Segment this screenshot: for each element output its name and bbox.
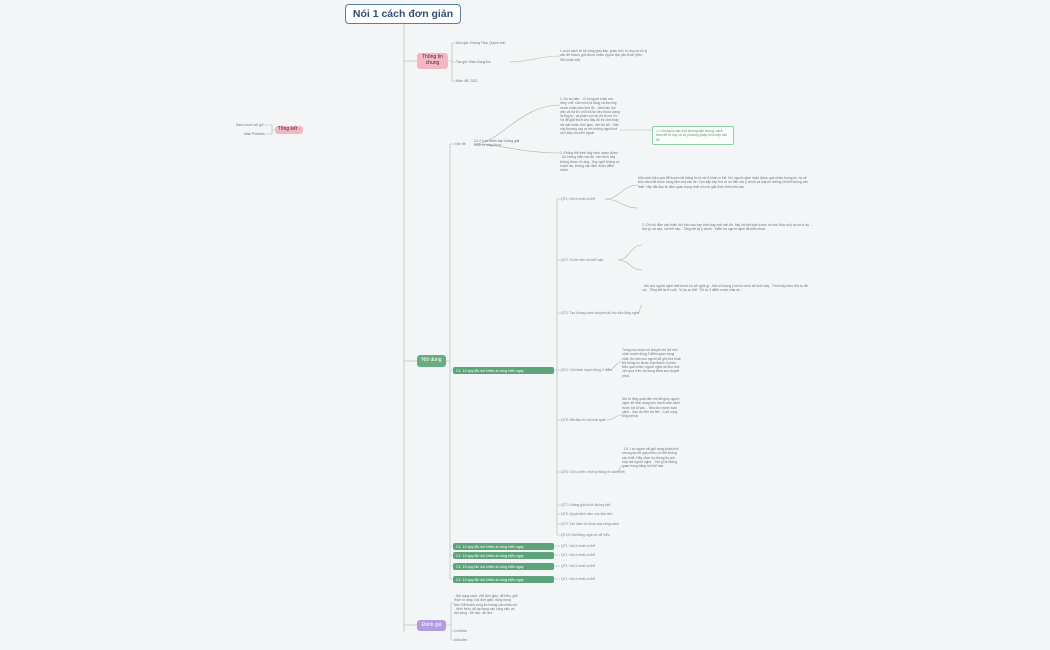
chapter-3-item: QT1: Nói ít nhất có thể <box>561 553 596 557</box>
general-note: 1 cuốn sách về kỹ năng giao tiếp, phân t… <box>560 49 648 62</box>
question-result: => Chúng ta cần một hướng dẫn chung, các… <box>652 126 734 145</box>
section-text-4: Trong mọi cuộc nói chuyện thì chỉ nên nh… <box>622 348 681 378</box>
chapter-3-bar[interactable]: C1. 10 quy tắc nói khiến ai cũng hiểu ng… <box>453 552 554 559</box>
branch-evaluate[interactable]: Đánh giá <box>417 620 446 631</box>
chapter-4-item: QT1: Nói ít nhất có thể <box>561 564 596 568</box>
section-text-3: - Nói cho người nghe biết trước họ sẽ ng… <box>642 284 808 293</box>
section-label-7: QT7: Không giải thích không biết <box>561 503 611 507</box>
chapter-2-bar[interactable]: C1. 10 quy tắc nói khiến ai cũng hiểu ng… <box>453 543 554 550</box>
evaluate-item-3: Attitudes <box>454 638 468 642</box>
general-item-year: Năm XB: 2022 <box>456 79 478 83</box>
general-item-author: Tác giả: Shen DongYou <box>456 60 491 64</box>
root-node[interactable]: Nói 1 cách đơn giản <box>345 4 461 24</box>
branch-summary[interactable]: Tổng kết · <box>275 126 303 134</box>
section-text-2: 3. Chỉ nói điều cần thiết: Khi báo cáo h… <box>642 223 812 232</box>
section-text-5: Nói từ tổng quát đến chi tiết giúp người… <box>622 397 680 419</box>
section-text-6: - Có 1 số người rất giỏi trong phân tích… <box>622 447 679 469</box>
section-label-3: QT3: Tạo khung cảnh chuyên tải cho việc … <box>561 311 640 315</box>
question-reason-1: 1. Do sự bận: - Vì bị người khác cho rằn… <box>560 97 620 136</box>
branch-general-info[interactable]: Thông tin chung <box>417 53 448 69</box>
section-label-1: QT1: Nói ít nhất có thể <box>561 197 596 201</box>
branch-content[interactable]: Nội dung <box>417 355 446 367</box>
chapter-5-item: QT1: Nói ít nhất có thể <box>561 577 596 581</box>
question-text: Có 2 lí do khiến bạn không giải thích rõ… <box>474 139 520 148</box>
chapter-1-bar[interactable]: C1. 10 quy tắc nói khiến ai cũng hiểu ng… <box>453 367 554 374</box>
section-label-2: QT2: Trước tiên nói kết luận <box>561 258 604 262</box>
section-text-1: Một cách hiệu quả để truyền tải thông ti… <box>638 176 808 189</box>
evaluate-item-1: - Nội dung sách: viết đơn giản, dễ hiểu,… <box>454 594 518 616</box>
chapter-2-item: QT1: Nói ít nhất có thể <box>561 544 596 548</box>
section-label-10: QT10: Nói bằng ngôn từ dễ hiểu <box>561 533 610 537</box>
left-item-problem: Main Problem <box>244 132 265 136</box>
section-label-8: QT8: Quyết định cảm xúc đầu tiên <box>561 512 613 516</box>
question-reason-2: 2. Không thể trình bày rành mạch được: -… <box>560 151 620 173</box>
evaluate-item-2: Conflicts <box>454 629 468 633</box>
general-item-translator: Dịch giả: Vương Thục Quỳnh Anh <box>456 41 506 45</box>
left-item-question: Sách muốn hỏi gì? <box>236 123 264 127</box>
section-label-4: QT4: Chỉ nhấn mạnh đúng 3 điểm <box>561 368 613 372</box>
section-label-6: QT6: Chỉ ưu tiên những thông tin cần thi… <box>561 470 625 474</box>
section-label-5: QT5: Bắt đầu từ cái khái quát <box>561 418 606 422</box>
question-label: Vấn đề <box>455 142 466 146</box>
chapter-4-bar[interactable]: C1. 10 quy tắc nói khiến ai cũng hiểu ng… <box>453 563 554 570</box>
chapter-5-bar[interactable]: C1. 10 quy tắc nói khiến ai cũng hiểu ng… <box>453 576 554 583</box>
section-label-9: QT9: Tìm kiếm từ khóa của riêng mình <box>561 522 620 526</box>
